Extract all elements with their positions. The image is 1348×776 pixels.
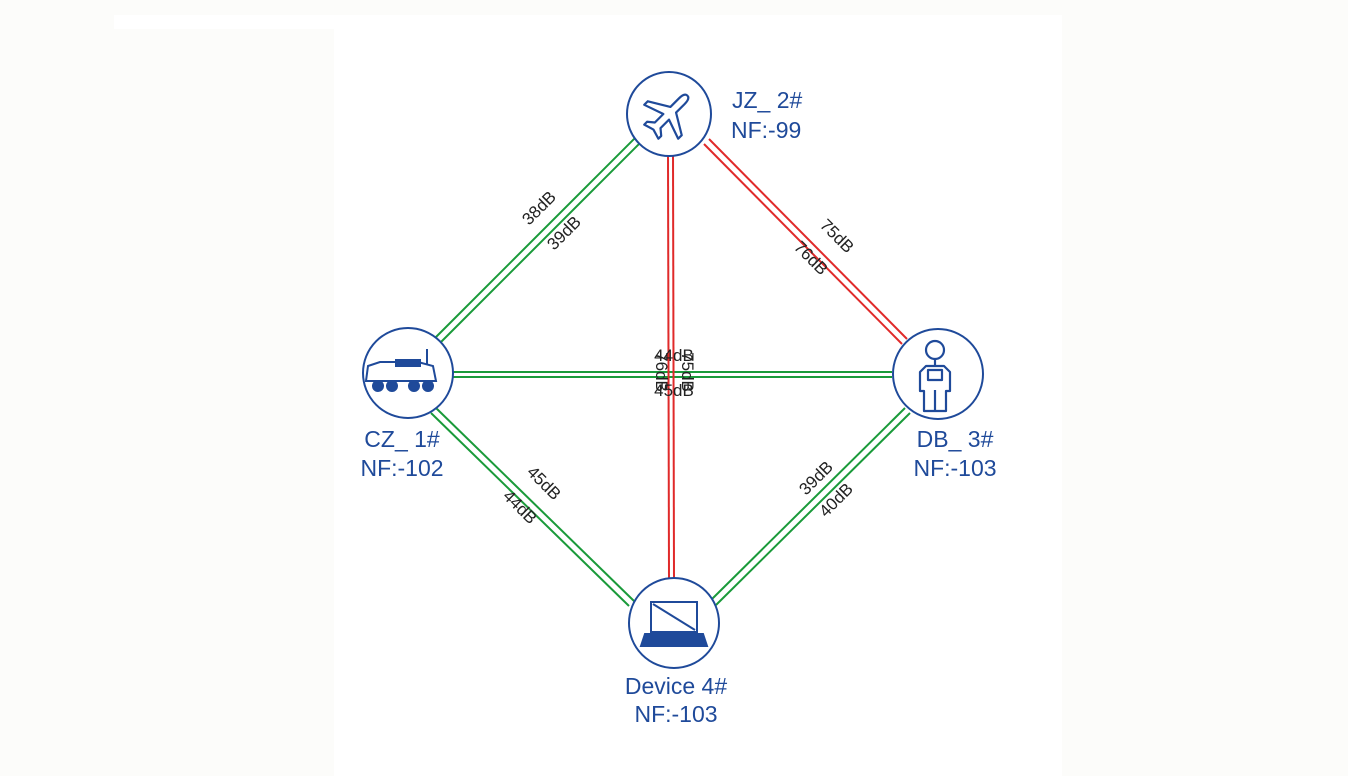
laptop-icon	[639, 601, 709, 647]
node-nf-db3: NF:-103	[913, 455, 996, 481]
node-db3[interactable]: DB_ 3# NF:-103	[892, 328, 997, 481]
canvas-top-strip	[114, 15, 1062, 29]
node-circle	[362, 327, 454, 419]
armored-vehicle-icon	[364, 349, 438, 392]
link-line-b	[703, 143, 903, 345]
node-nf-dev4: NF:-103	[634, 701, 717, 727]
link-label-cz1-db3-b: 45dB	[654, 381, 694, 400]
link-cz1-jz2[interactable]	[433, 135, 643, 345]
node-nf-jz2: NF:-99	[731, 117, 801, 143]
link-label-cz1-jz2-b: 39dB	[543, 212, 585, 254]
link-jz2-dev4[interactable]	[667, 151, 675, 580]
node-cz1[interactable]: CZ_ 1# NF:-102	[360, 327, 454, 481]
link-line-a	[667, 151, 670, 580]
node-name-cz1: CZ_ 1#	[364, 426, 440, 452]
airplane-icon	[643, 93, 690, 140]
soldier-icon	[918, 339, 952, 413]
link-line-a	[708, 138, 908, 340]
node-name-jz2: JZ_ 2#	[732, 87, 803, 113]
node-circle	[626, 71, 712, 157]
node-circle	[628, 577, 720, 669]
link-line-a	[435, 407, 635, 602]
node-dev4[interactable]: Device 4# NF:-103	[625, 577, 727, 727]
link-jz2-db3[interactable]	[703, 138, 908, 345]
node-circle	[892, 328, 984, 420]
link-label-jz2-db3-a: 75dB	[816, 215, 858, 257]
link-line-b	[438, 140, 643, 345]
link-db3-dev4[interactable]	[710, 407, 911, 606]
link-cz1-db3[interactable]	[453, 371, 892, 378]
link-line-a	[710, 407, 906, 601]
link-label-cz1-dev4-b: 44dB	[499, 486, 541, 528]
link-label-cz1-jz2-a: 38dB	[518, 187, 560, 229]
link-label-cz1-db3-a: 44dB	[654, 346, 694, 365]
node-jz2[interactable]: JZ_ 2# NF:-99	[626, 71, 803, 157]
link-cz1-dev4[interactable]	[430, 407, 635, 607]
link-label-jz2-dev4-b: 75dB	[678, 352, 697, 392]
link-line-b	[715, 412, 911, 606]
link-line-b	[672, 151, 675, 580]
node-nf-cz1: NF:-102	[360, 455, 443, 481]
link-line-a	[433, 135, 638, 340]
link-label-jz2-dev4-a: 76dB	[652, 352, 671, 392]
node-name-dev4: Device 4#	[625, 673, 727, 699]
node-name-db3: DB_ 3#	[917, 426, 994, 452]
link-label-jz2-db3-b: 76dB	[790, 237, 832, 279]
link-line-b	[430, 412, 630, 607]
